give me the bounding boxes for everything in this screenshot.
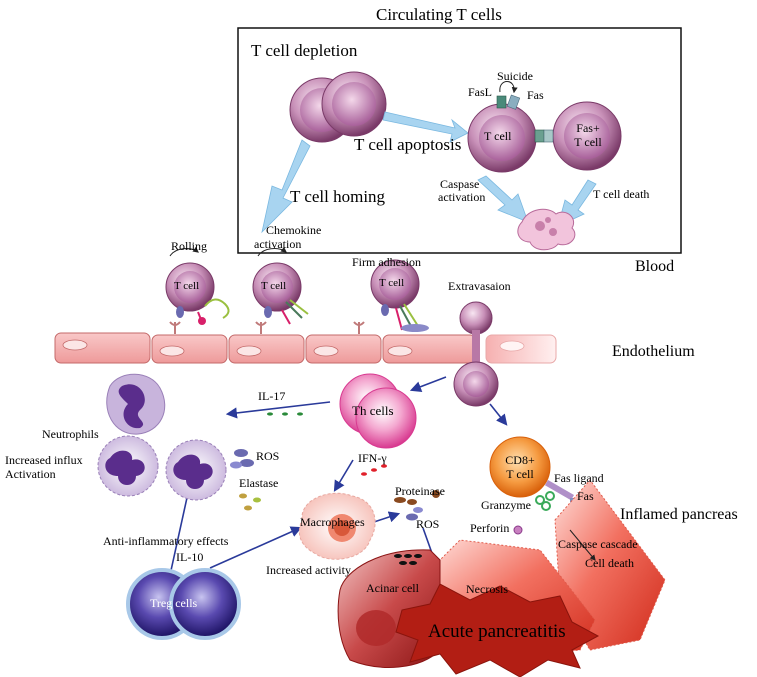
fas-tcell-label-2: T cell [574,135,602,149]
acinar-label: Acinar cell [366,581,419,595]
tcell-pair-depletion [289,71,387,143]
light-arrows [261,111,597,234]
acute-pancreatitis-label: Acute pancreatitis [428,621,566,642]
cd8-label-2: T cell [506,467,534,481]
anti-inflammatory-label: Anti-inflammatory effects [103,534,229,548]
neutrophil-left [97,435,159,497]
cell-death-label: Cell death [585,556,634,570]
rolling-tcell-label-1: T cell [174,280,200,292]
dark-arrows [169,376,508,576]
il10-label: IL-10 [176,550,204,564]
inflamed-pancreas-label: Inflamed pancreas [620,506,738,523]
fas-top-label: Fas [527,88,544,102]
extravasation-label: Extravasaion [448,279,511,293]
dead-tcell [517,208,576,251]
rolling-tcell-label-2: T cell [261,280,287,292]
rolling-arc-1 [169,246,199,257]
necrosis-label: Necrosis [466,582,508,596]
ifn-dots [361,464,387,476]
neutrophils-label: Neutrophils [42,427,99,441]
th-cells-label: Th cells [352,403,394,418]
granzyme-label: Granzyme [481,498,531,512]
fas-positive-tcell [552,101,622,171]
increased-activity-label: Increased activity [266,563,351,577]
neutrophil-granules [230,449,261,511]
circulating-title: Circulating T cells [376,5,502,24]
ros-neutrophil-label: ROS [256,449,280,463]
tcell-death-label: T cell death [593,187,650,201]
macrophages-label: Macrophages [300,515,365,529]
macrophage [298,492,376,560]
macrophage-granules [394,490,440,521]
ros-macrophage-label: ROS [416,517,440,531]
endothelium-label: Endothelium [612,343,695,360]
neutrophil-right [165,439,227,501]
cd8-label-1: CD8+ [505,453,535,467]
caspase-arrow [569,529,596,561]
adhesion-tcell-label: T cell [379,277,405,289]
cytotoxic-molecules [513,479,580,535]
ifn-label: IFN-γ [358,451,387,465]
depletion-label: T cell depletion [251,41,358,60]
treg-label: Treg cells [150,596,198,610]
influx-label-2: Activation [5,467,56,481]
perforin-label: Perforin [470,521,510,535]
elastase-label: Elastase [239,476,279,490]
tcell-apoptosis [467,103,537,173]
blood-label: Blood [635,258,675,275]
rolling-label: Rolling [171,239,208,253]
cd8-tcell [489,436,551,498]
caspase-activation-label-1: Caspase [440,177,480,191]
il17-dots [267,412,303,416]
treg-cells [126,568,241,640]
proteinase-label: Proteinase [395,484,445,498]
fasl-fas-receptors [496,81,554,143]
acute-pancreatitis-shape [395,583,600,677]
fas-tcell-label-1: Fas+ [576,121,600,135]
neutrophil-top [106,373,166,435]
fasl-label: FasL [468,85,492,99]
chemokine-label-2: activation [254,237,302,251]
th-cells [339,373,417,449]
caspase-activation-label-2: activation [438,190,486,204]
endothelium-layer [54,332,557,364]
apoptosis-label: T cell apoptosis [354,135,462,154]
fas-ligand-label: Fas ligand [554,471,604,485]
suicide-label: Suicide [497,69,533,83]
blood-compartment-box [237,27,682,254]
extravasating-tcell [453,301,499,407]
fas-bottom-label: Fas [577,489,594,503]
il17-label: IL-17 [258,389,286,403]
caspase-cascade-label: Caspase cascade [558,537,638,551]
rolling-arc-2 [257,246,287,257]
tcell-apoptosis-label: T cell [484,129,512,143]
chemokine-label-1: Chemokine [266,223,322,237]
firm-adhesion-label: Firm adhesion [352,255,421,269]
homing-label: T cell homing [290,187,386,206]
adhesion-molecules [169,298,429,334]
influx-label-1: Increased influx [5,453,83,467]
rolling-tcells [165,259,420,312]
